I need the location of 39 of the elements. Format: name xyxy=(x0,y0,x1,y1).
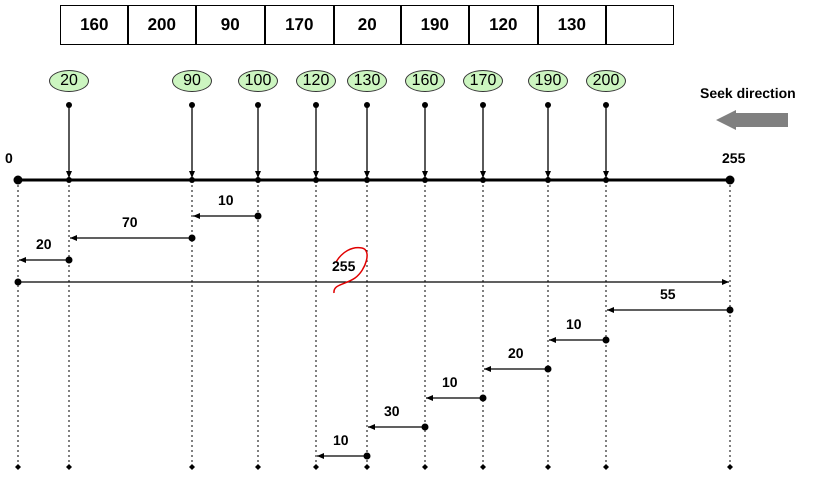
table-cell: 130 xyxy=(537,5,606,45)
table-cell: 160 xyxy=(60,5,128,45)
arrow xyxy=(545,102,551,178)
table-cell: 200 xyxy=(127,5,196,45)
arrow xyxy=(189,102,195,178)
track-ellipse: 100 xyxy=(238,70,278,92)
direction-label: Seek direction xyxy=(700,85,796,101)
arrow xyxy=(313,102,319,178)
arrow xyxy=(364,102,370,178)
arrow xyxy=(603,102,609,178)
track-ellipse: 160 xyxy=(405,70,445,92)
distance-label: 20 xyxy=(36,236,52,252)
distance-label: 10 xyxy=(566,316,582,332)
axis-label: 255 xyxy=(722,150,746,166)
track-ellipse: 200 xyxy=(586,70,626,92)
distance-label: 20 xyxy=(508,345,524,361)
table-cell: 90 xyxy=(195,5,266,45)
track-ellipse: 130 xyxy=(347,70,387,92)
arrow xyxy=(66,102,72,178)
track-ellipse: 170 xyxy=(463,70,503,92)
track-ellipse: 90 xyxy=(172,70,212,92)
track-ellipse: 120 xyxy=(296,70,336,92)
distance-label: 55 xyxy=(660,286,676,302)
table-cell: 20 xyxy=(333,5,402,45)
axis-label: 0 xyxy=(5,150,13,166)
distance-label: 70 xyxy=(122,214,138,230)
distance-label: 255 xyxy=(332,258,356,274)
track-ellipse: 190 xyxy=(528,70,568,92)
table-cell: 120 xyxy=(468,5,538,45)
arrow xyxy=(422,102,428,178)
distance-label: 30 xyxy=(384,403,400,419)
track-ellipse: 20 xyxy=(49,70,89,92)
distance-label: 10 xyxy=(333,432,349,448)
distance-label: 10 xyxy=(442,374,458,390)
table-cell: 190 xyxy=(400,5,470,45)
arrow xyxy=(480,102,486,178)
table-cell: 170 xyxy=(264,5,334,45)
distance-label: 10 xyxy=(218,192,234,208)
arrow xyxy=(255,102,261,178)
